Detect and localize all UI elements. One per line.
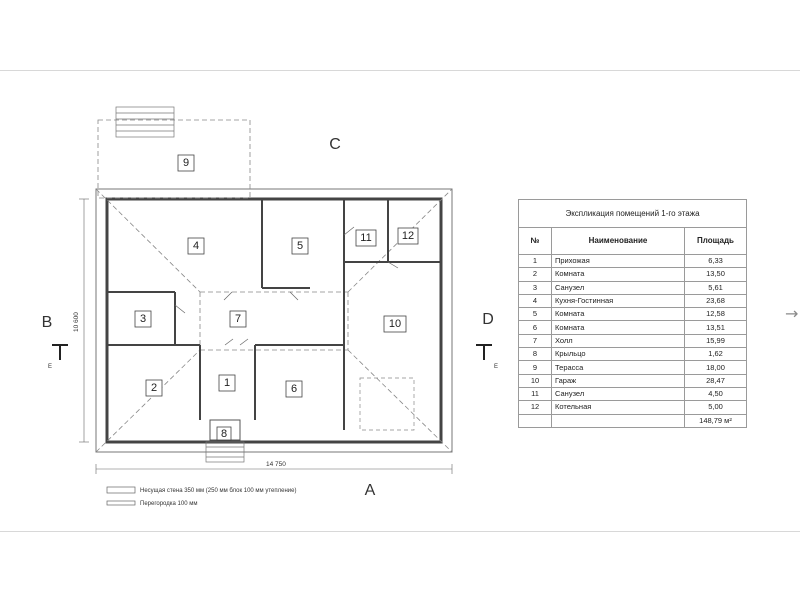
room-label-8: 8 (221, 428, 227, 440)
dimension-width: 14 750 (266, 461, 286, 468)
room-label-4: 4 (193, 240, 199, 252)
rooms-table: Экспликация помещений 1-го этажа № Наиме… (518, 199, 747, 428)
legend-partition: Перегородка 100 мм (140, 501, 197, 507)
table-total-row: 148,79 м² (518, 413, 747, 428)
roof-outline (95, 188, 453, 453)
room-label-9: 9 (183, 157, 189, 169)
header-area: Площадь (684, 227, 747, 255)
room-label-5: 5 (297, 240, 303, 252)
section-mark-right: E (494, 364, 498, 370)
table-total: 148,79 м² (684, 413, 747, 428)
header-name: Наименование (551, 227, 685, 255)
room-label-1: 1 (224, 377, 230, 389)
room-label-6: 6 (291, 383, 297, 395)
room-label-12: 12 (402, 230, 414, 242)
room-label-3: 3 (140, 313, 146, 325)
table-title: Экспликация помещений 1-го этажа (518, 199, 747, 228)
side-label-top: C (329, 136, 341, 153)
room-label-7: 7 (235, 313, 241, 325)
room-label-11: 11 (360, 232, 371, 244)
side-label-bottom: A (365, 482, 376, 499)
side-label-right: D (482, 311, 494, 328)
side-label-left: B (42, 314, 53, 331)
outer-wall (105, 197, 443, 444)
room-label-2: 2 (151, 382, 157, 394)
legend-load-wall: Несущая стена 350 мм (250 мм блок 100 мм… (140, 488, 296, 494)
header-no: № (518, 227, 552, 255)
dimension-height: 10 600 (73, 312, 80, 332)
next-arrow-icon[interactable]: → (785, 304, 799, 323)
section-mark-left: E (48, 364, 52, 370)
room-label-10: 10 (389, 318, 401, 330)
